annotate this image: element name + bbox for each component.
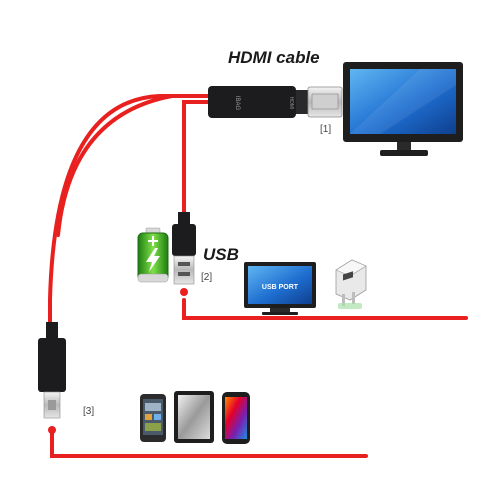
usb-branch-cable <box>182 100 210 234</box>
micro-usb-endpoint-dot <box>48 426 56 434</box>
usb-a-connector <box>172 212 196 285</box>
cable-loop <box>56 94 174 237</box>
micro-usb-output-line <box>50 430 368 458</box>
reference-3: [3] <box>83 406 95 417</box>
usb-port-monitor-icon: USB PORT <box>244 262 316 315</box>
micro-usb-connector <box>38 322 66 419</box>
reference-1: [1] <box>320 124 332 135</box>
usb-output-line <box>182 298 468 320</box>
hdmi-cable-label: HDMI cable <box>228 48 320 67</box>
hdmi-logo-text: HDMI <box>288 97 294 110</box>
tablet-icon <box>174 391 214 443</box>
usb-port-screen-text: USB PORT <box>262 284 299 291</box>
cables <box>48 94 468 458</box>
usb-wall-charger-icon <box>335 259 367 309</box>
reference-2: [2] <box>201 272 213 283</box>
usb-label: USB <box>203 245 239 264</box>
smartphone-icon <box>140 394 166 442</box>
smartphone-icon <box>222 392 250 444</box>
tv-monitor-icon <box>343 62 463 156</box>
hdmi-connector: IBAG HDMI <box>208 86 343 118</box>
battery-charging-icon <box>137 227 169 283</box>
hdmi-body-text: IBAG <box>234 96 240 111</box>
usb-endpoint-dot <box>180 288 188 296</box>
main-cable <box>48 94 210 330</box>
